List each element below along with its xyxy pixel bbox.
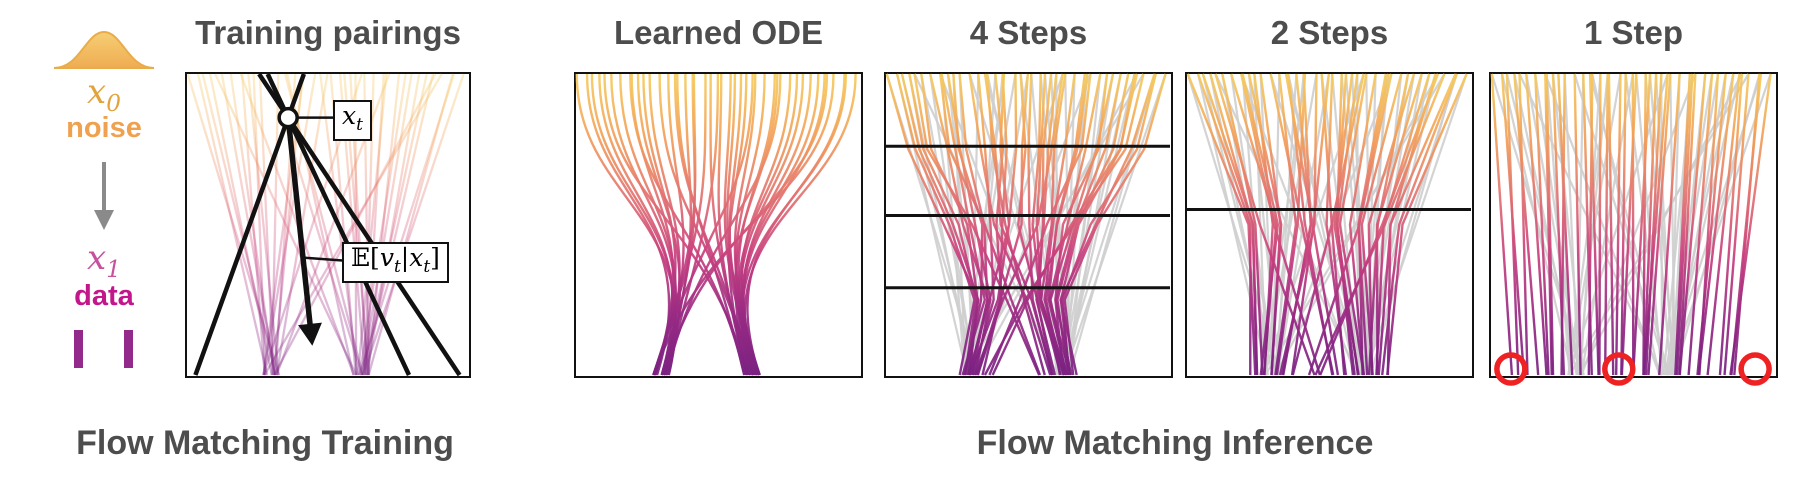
two-steps-title: 2 Steps [1270, 14, 1389, 51]
training-pairings-title: Training pairings [195, 14, 461, 51]
flow-matching-training-caption: Flow Matching Training [76, 424, 454, 462]
panel-box-4-steps [884, 72, 1173, 378]
flow-svg-2-steps [1186, 73, 1471, 376]
flow-matching-inference-caption: Flow Matching Inference [976, 424, 1374, 462]
noise-label: noise [66, 112, 142, 144]
learned-ode-title: Learned ODE [613, 14, 824, 51]
data-spikes-icon [74, 330, 133, 368]
one-step-title: 1 Step [1583, 14, 1684, 51]
data-label: data [74, 280, 134, 312]
xt-label-box: xt [333, 100, 372, 141]
noise-to-data-arrow-icon [94, 162, 114, 230]
training-flow-svg [186, 72, 465, 377]
panel-box-learned-ode [574, 72, 863, 378]
expectation-label-box: 𝔼[vt|xt] [342, 242, 449, 283]
panel-box-2-steps [1185, 72, 1474, 378]
flow-svg-learned-ode [575, 73, 857, 376]
flow-svg-1-step [1490, 73, 1772, 386]
panel-box-1-step [1489, 72, 1778, 386]
gaussian-noise-icon [53, 30, 155, 69]
training-box: xt 𝔼[vt|xt] [185, 72, 471, 378]
x1-label: x1 [87, 238, 121, 283]
flow-svg-4-steps [885, 73, 1170, 376]
four-steps-title: 4 Steps [969, 14, 1088, 51]
x0-label: x0 [87, 72, 121, 117]
